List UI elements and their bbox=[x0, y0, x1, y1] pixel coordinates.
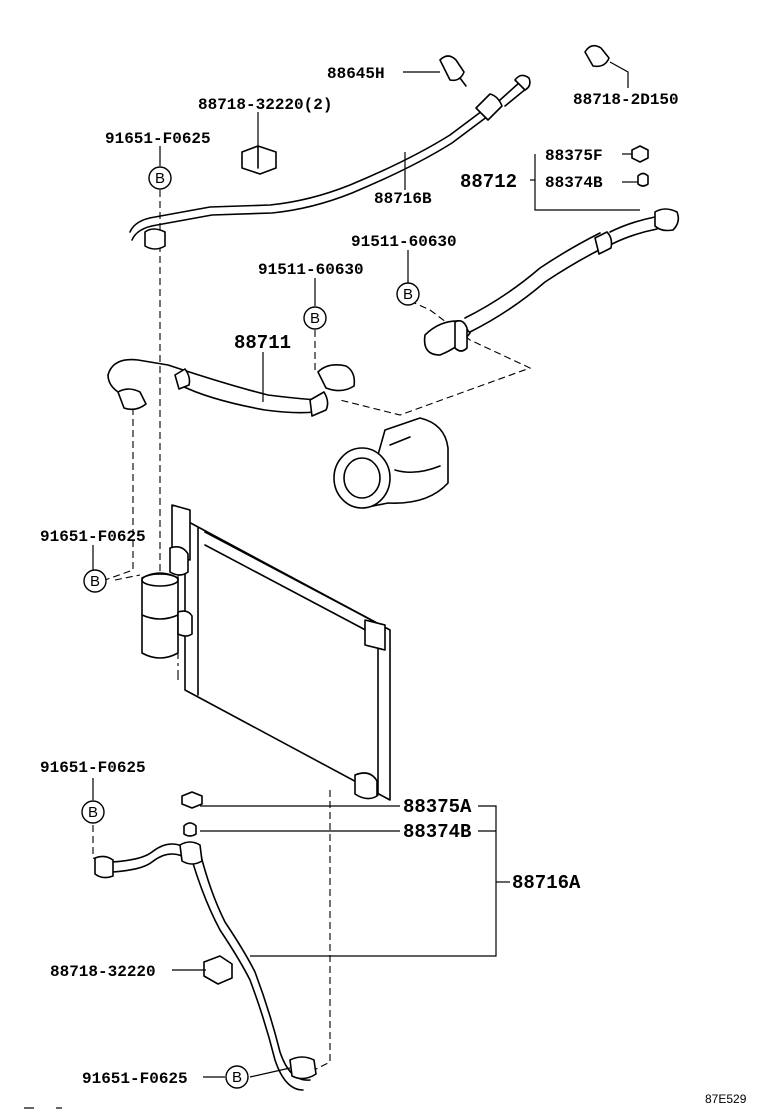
callout-b-left: B bbox=[303, 306, 327, 330]
svg-text:B: B bbox=[88, 804, 98, 821]
callout-b-low: B bbox=[81, 800, 105, 824]
label-88716b: 88716B bbox=[374, 190, 432, 208]
label-91511-60630-right: 91511-60630 bbox=[351, 233, 457, 251]
condenser-fitting-bottom bbox=[354, 772, 378, 800]
label-88374b-low: 88374B bbox=[403, 821, 471, 843]
condenser-core bbox=[184, 519, 391, 801]
svg-text:B: B bbox=[232, 1069, 242, 1086]
suction-hose-88712 bbox=[423, 208, 680, 356]
suction-hose-88711 bbox=[107, 358, 356, 417]
condenser bbox=[171, 504, 391, 801]
receiver-fitting bbox=[169, 546, 189, 576]
callout-b-right: B bbox=[396, 282, 420, 306]
label-91511-60630-left: 91511-60630 bbox=[258, 261, 364, 279]
dash-line-receiver bbox=[114, 574, 141, 581]
label-91651-f0625-top: 91651-F0625 bbox=[105, 130, 211, 148]
svg-text:B: B bbox=[155, 170, 165, 187]
pressure-switch bbox=[439, 55, 467, 87]
pipe-88716a-fitting-left bbox=[94, 855, 114, 879]
callout-b-bottom: B bbox=[225, 1065, 249, 1089]
compressor bbox=[333, 417, 449, 509]
pipe-88716a-joint bbox=[179, 841, 203, 865]
label-88718-32220-2: 88718-32220(2) bbox=[198, 96, 332, 114]
condenser-bracket-right bbox=[364, 619, 386, 651]
label-91651-f0625-low: 91651-F0625 bbox=[40, 759, 146, 777]
hose-88711-line-a bbox=[107, 358, 324, 401]
label-91651-f0625-bottom: 91651-F0625 bbox=[82, 1070, 188, 1088]
hose-88712-end bbox=[654, 208, 680, 232]
liquid-pipe-88716a bbox=[94, 841, 317, 1091]
svg-text:B: B bbox=[90, 573, 100, 590]
bolt-88374b-top bbox=[637, 172, 649, 187]
hose-88716b-fitting bbox=[144, 228, 166, 250]
leader-lines bbox=[92, 61, 640, 1078]
dash-line-left-bolt bbox=[314, 330, 331, 381]
label-91651-f0625-mid: 91651-F0625 bbox=[40, 528, 146, 546]
pipe-88716a-line-a bbox=[111, 843, 311, 1081]
dash-line-bottom bbox=[313, 790, 331, 1071]
hose-88716b-joint bbox=[475, 93, 503, 121]
label-88375f: 88375F bbox=[545, 147, 603, 165]
bolt-88374b bbox=[183, 822, 197, 837]
svg-text:B: B bbox=[310, 310, 320, 327]
figure-code: 87E529 bbox=[705, 1092, 747, 1106]
nut-88375f bbox=[631, 145, 649, 163]
dash-line-right-bolt bbox=[339, 280, 532, 416]
svg-text:B: B bbox=[403, 286, 413, 303]
label-88718-32220: 88718-32220 bbox=[50, 963, 156, 981]
cap-2d150 bbox=[584, 44, 610, 68]
label-88718-2d150: 88718-2D150 bbox=[573, 91, 679, 109]
cap-2d150-body bbox=[584, 44, 610, 68]
pipe-88716a-fitting-bottom bbox=[289, 1056, 317, 1080]
label-88712: 88712 bbox=[460, 171, 517, 193]
label-88375a: 88375A bbox=[403, 796, 472, 818]
clamp-top bbox=[241, 145, 277, 175]
discharge-hose-88716b bbox=[129, 74, 531, 250]
nut-88375a bbox=[181, 791, 203, 809]
label-88374b-top: 88374B bbox=[545, 174, 603, 192]
label-88711: 88711 bbox=[234, 332, 291, 354]
hose-88716b-line bbox=[129, 104, 491, 233]
pressure-switch-body bbox=[439, 55, 465, 82]
clamp-bottom bbox=[203, 955, 233, 985]
label-88716a: 88716A bbox=[512, 872, 581, 894]
hose-88711-end bbox=[317, 364, 356, 392]
dash-line-mid-left bbox=[104, 408, 134, 581]
hose-88712-line-a bbox=[464, 232, 601, 319]
callout-b-mid: B bbox=[83, 569, 107, 593]
dash-line-lower-left bbox=[92, 825, 106, 863]
callout-b-top: B bbox=[148, 166, 172, 190]
clamp-top-body bbox=[241, 145, 277, 175]
hose-88711-fitting bbox=[117, 388, 147, 411]
label-88645h: 88645H bbox=[327, 65, 385, 83]
receiver-tank bbox=[141, 546, 193, 659]
